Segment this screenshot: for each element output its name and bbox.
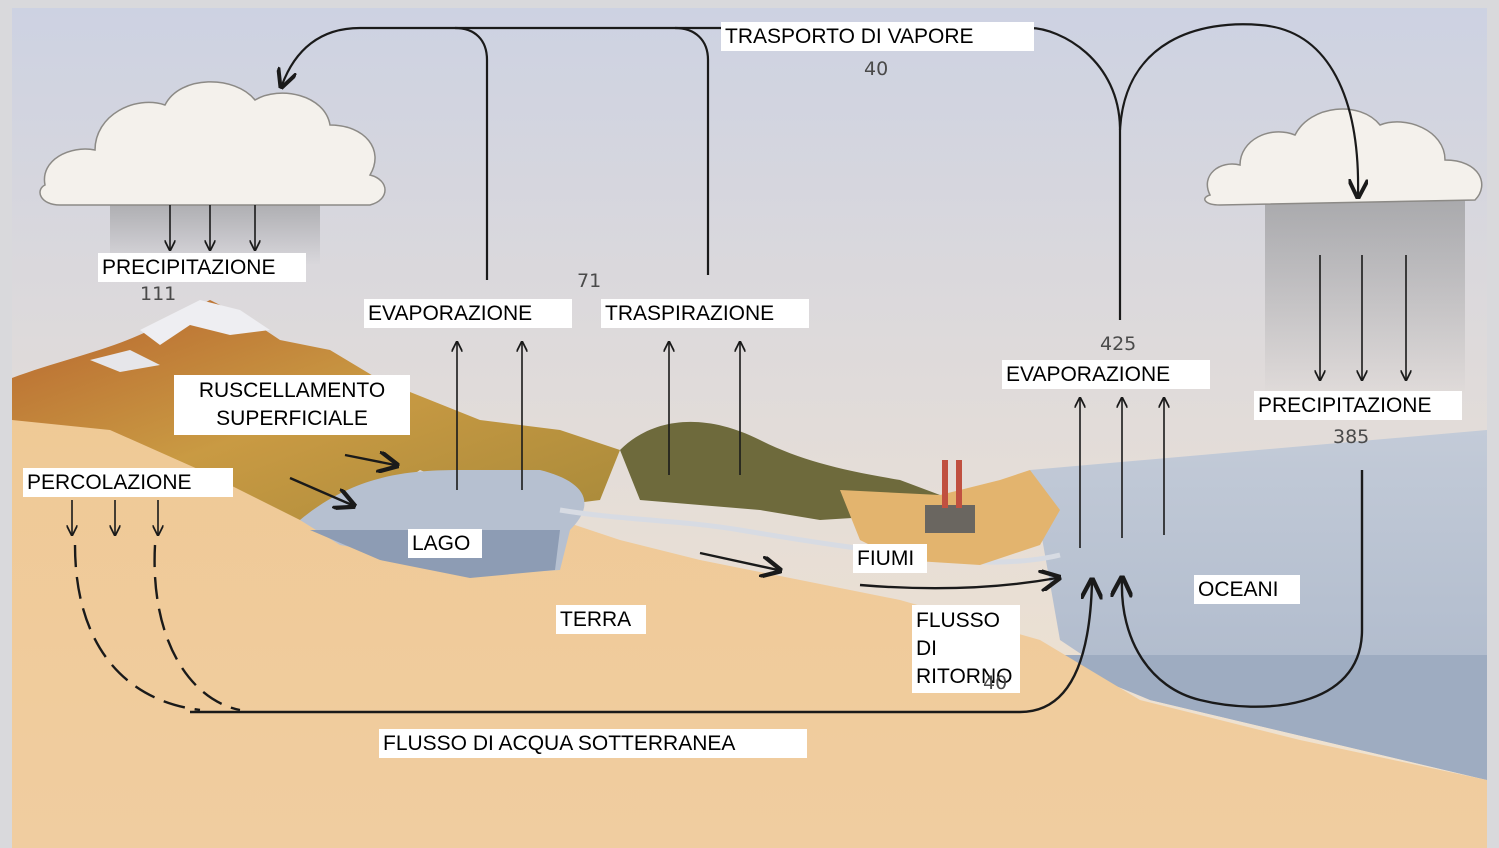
factory-chimney bbox=[956, 460, 962, 508]
label-evap-land: EVAPORAZIONE bbox=[364, 299, 572, 328]
label-oceans: OCEANI bbox=[1194, 575, 1300, 604]
number-precip-land: 111 bbox=[140, 283, 176, 305]
label-earth: TERRA bbox=[556, 605, 646, 634]
factory-chimney bbox=[942, 460, 948, 508]
number-evap-ocean: 425 bbox=[1100, 333, 1136, 355]
label-groundwater: FLUSSO DI ACQUA SOTTERRANEA bbox=[379, 729, 807, 758]
factory-building bbox=[925, 505, 975, 533]
label-transpiration: TRASPIRAZIONE bbox=[601, 299, 809, 328]
label-evap-ocean: EVAPORAZIONE bbox=[1002, 360, 1210, 389]
label-precip-left: PRECIPITAZIONE bbox=[98, 253, 306, 282]
number-vapor-transport: 40 bbox=[864, 58, 888, 80]
number-evap-transp-land: 71 bbox=[577, 270, 601, 292]
label-precip-right: PRECIPITAZIONE bbox=[1254, 391, 1462, 420]
label-vapor-transport: TRASPORTO DI VAPORE bbox=[721, 22, 1034, 51]
label-lake: LAGO bbox=[408, 529, 482, 558]
number-precip-ocean: 385 bbox=[1333, 426, 1369, 448]
label-runoff: RUSCELLAMENTO SUPERFICIALE bbox=[174, 375, 410, 435]
label-runoff-line2: SUPERFICIALE bbox=[216, 407, 368, 430]
label-runoff-line1: RUSCELLAMENTO bbox=[199, 379, 385, 402]
number-groundwater-return: 40 bbox=[983, 672, 1007, 694]
label-percolation: PERCOLAZIONE bbox=[23, 468, 233, 497]
label-rivers: FIUMI bbox=[853, 544, 927, 573]
label-return-flow-line1: FLUSSO DI bbox=[916, 609, 1000, 660]
